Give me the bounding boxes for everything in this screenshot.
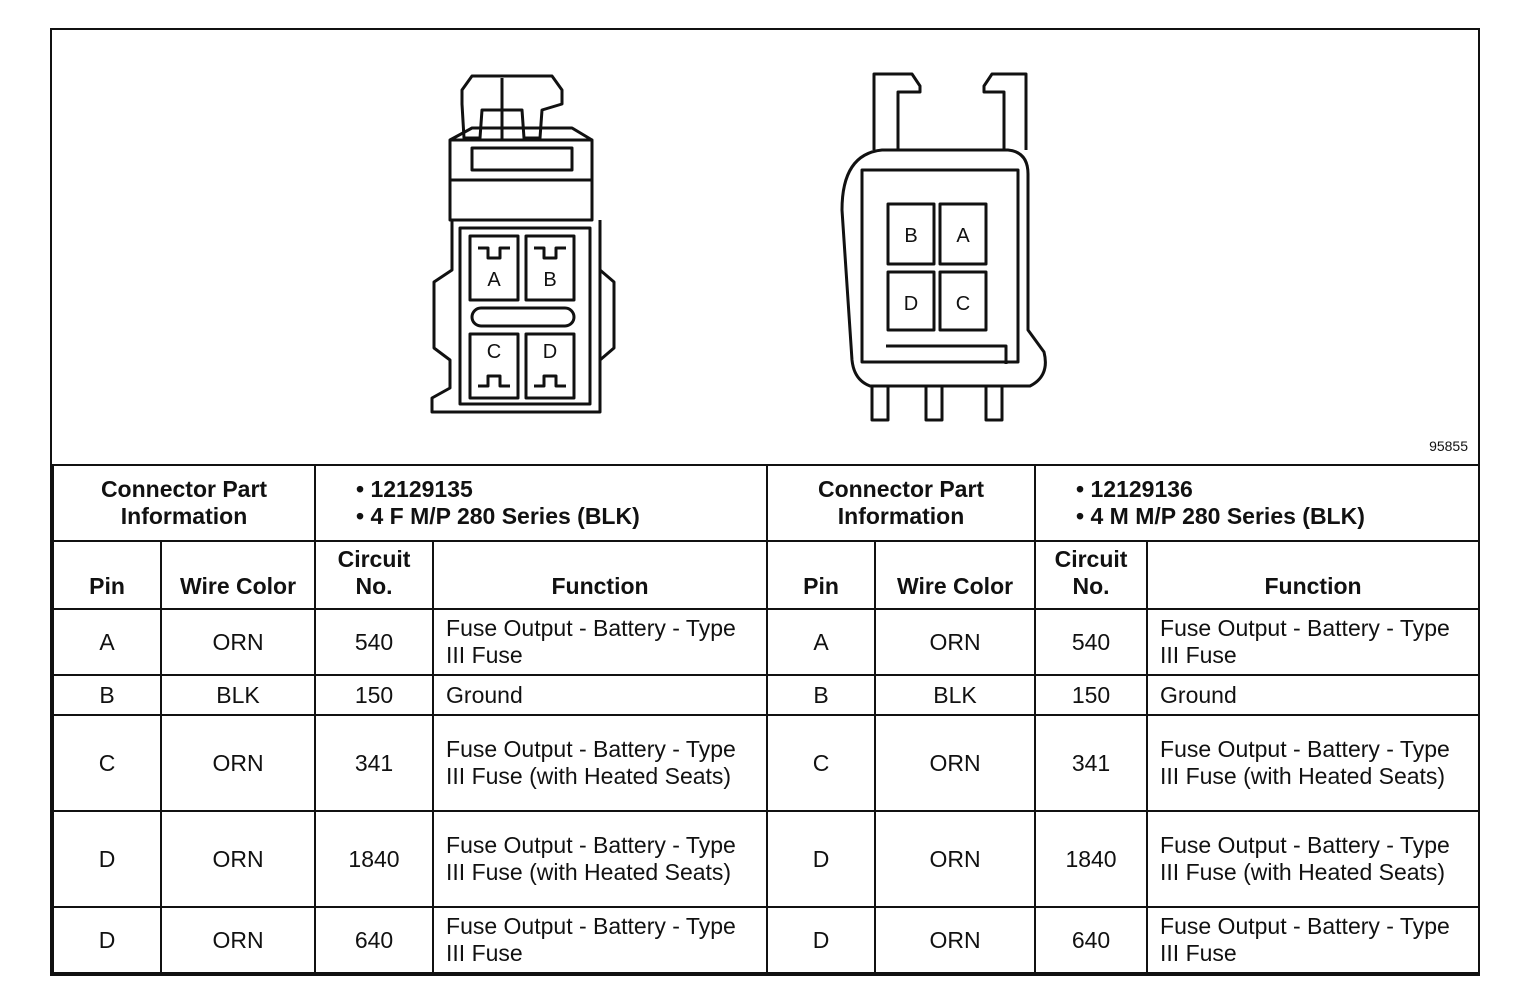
col-header-circuit: Circuit No. [1034,540,1149,610]
wire-color-cell: ORN [159,906,317,974]
female-pin-label: C [487,341,501,363]
wire-color-cell: ORN [159,714,317,812]
function-cell: Fuse Output - Battery - Type III Fuse [1146,608,1481,676]
function-cell: Fuse Output - Battery - Type III Fuse (w… [432,810,769,908]
function-cell: Fuse Output - Battery - Type III Fuse (w… [1146,810,1481,908]
female-pin-label: B [543,269,556,291]
function-cell: Ground [1146,674,1481,716]
col-header-pin: Pin [766,540,877,610]
circuit-cell: 341 [1034,714,1149,812]
pin-cell: C [52,714,162,812]
pinout-table: Connector Part Information • 12129135 • … [51,464,1481,974]
wire-color-cell: ORN [874,714,1037,812]
wire-color-cell: ORN [874,906,1037,974]
table-row: D ORN 640 Fuse Output - Battery - Type I… [52,906,1481,974]
female-pin-label: A [487,269,501,291]
column-header-row: Pin Wire Color Circuit No. Function Pin … [52,540,1481,610]
wire-color-cell: ORN [874,608,1037,676]
pin-cell: A [766,608,877,676]
circuit-cell: 640 [314,906,435,974]
function-cell: Fuse Output - Battery - Type III Fuse [1146,906,1481,974]
part-info-label: Connector Part Information [766,464,1037,542]
male-pin-label: D [904,293,918,315]
table-row: A ORN 540 Fuse Output - Battery - Type I… [52,608,1481,676]
male-connector-drawing [840,72,1047,422]
circuit-cell: 640 [1034,906,1149,974]
circuit-cell: 540 [314,608,435,676]
function-cell: Fuse Output - Battery - Type III Fuse (w… [432,714,769,812]
part-info-values: • 12129136 • 4 M M/P 280 Series (BLK) [1034,464,1481,542]
col-header-wire-color: Wire Color [159,540,317,610]
pin-cell: D [52,906,162,974]
function-cell: Fuse Output - Battery - Type III Fuse [432,608,769,676]
male-pin-label: C [956,293,970,315]
col-header-pin: Pin [52,540,162,610]
circuit-cell: 150 [1034,674,1149,716]
function-cell: Fuse Output - Battery - Type III Fuse (w… [1146,714,1481,812]
circuit-cell: 150 [314,674,435,716]
part-number: 12129136 [1090,476,1193,502]
circuit-cell: 341 [314,714,435,812]
part-info-values: • 12129135 • 4 F M/P 280 Series (BLK) [314,464,769,542]
part-info-row: Connector Part Information • 12129135 • … [51,464,1481,542]
pin-cell: B [52,674,162,716]
pin-cell: D [766,906,877,974]
pin-cell: D [52,810,162,908]
wire-color-cell: ORN [159,608,317,676]
part-number: 12129135 [370,476,473,502]
circuit-cell: 540 [1034,608,1149,676]
male-pin-label: B [904,225,917,247]
female-pin-label: D [543,341,557,363]
function-cell: Fuse Output - Battery - Type III Fuse [432,906,769,974]
wire-color-cell: BLK [159,674,317,716]
figure-id: 95855 [1429,438,1468,454]
pin-cell: B [766,674,877,716]
female-connector-drawing [430,74,616,414]
wire-color-cell: ORN [159,810,317,908]
circuit-cell: 1840 [314,810,435,908]
table-row: C ORN 341 Fuse Output - Battery - Type I… [52,714,1481,812]
connector-diagram: A B C D B A D C [430,72,1047,422]
wire-color-cell: BLK [874,674,1037,716]
col-header-function: Function [432,540,769,610]
col-header-circuit: Circuit No. [314,540,435,610]
function-cell: Ground [432,674,769,716]
col-header-wire-color: Wire Color [874,540,1037,610]
pin-cell: D [766,810,877,908]
part-info-label: Connector Part Information [51,464,317,542]
part-series: 4 F M/P 280 Series (BLK) [370,503,640,529]
pin-cell: A [52,608,162,676]
pin-cell: C [766,714,877,812]
male-pin-label: A [956,225,970,247]
circuit-cell: 1840 [1034,810,1149,908]
col-header-function: Function [1146,540,1481,610]
part-series: 4 M M/P 280 Series (BLK) [1090,503,1365,529]
table-row: B BLK 150 Ground B BLK 150 Ground [52,674,1481,716]
connector-end-view-sheet: A B C D B A D C 95855 Connector Part Inf… [50,28,1481,976]
table-row: D ORN 1840 Fuse Output - Battery - Type … [52,810,1481,908]
wire-color-cell: ORN [874,810,1037,908]
